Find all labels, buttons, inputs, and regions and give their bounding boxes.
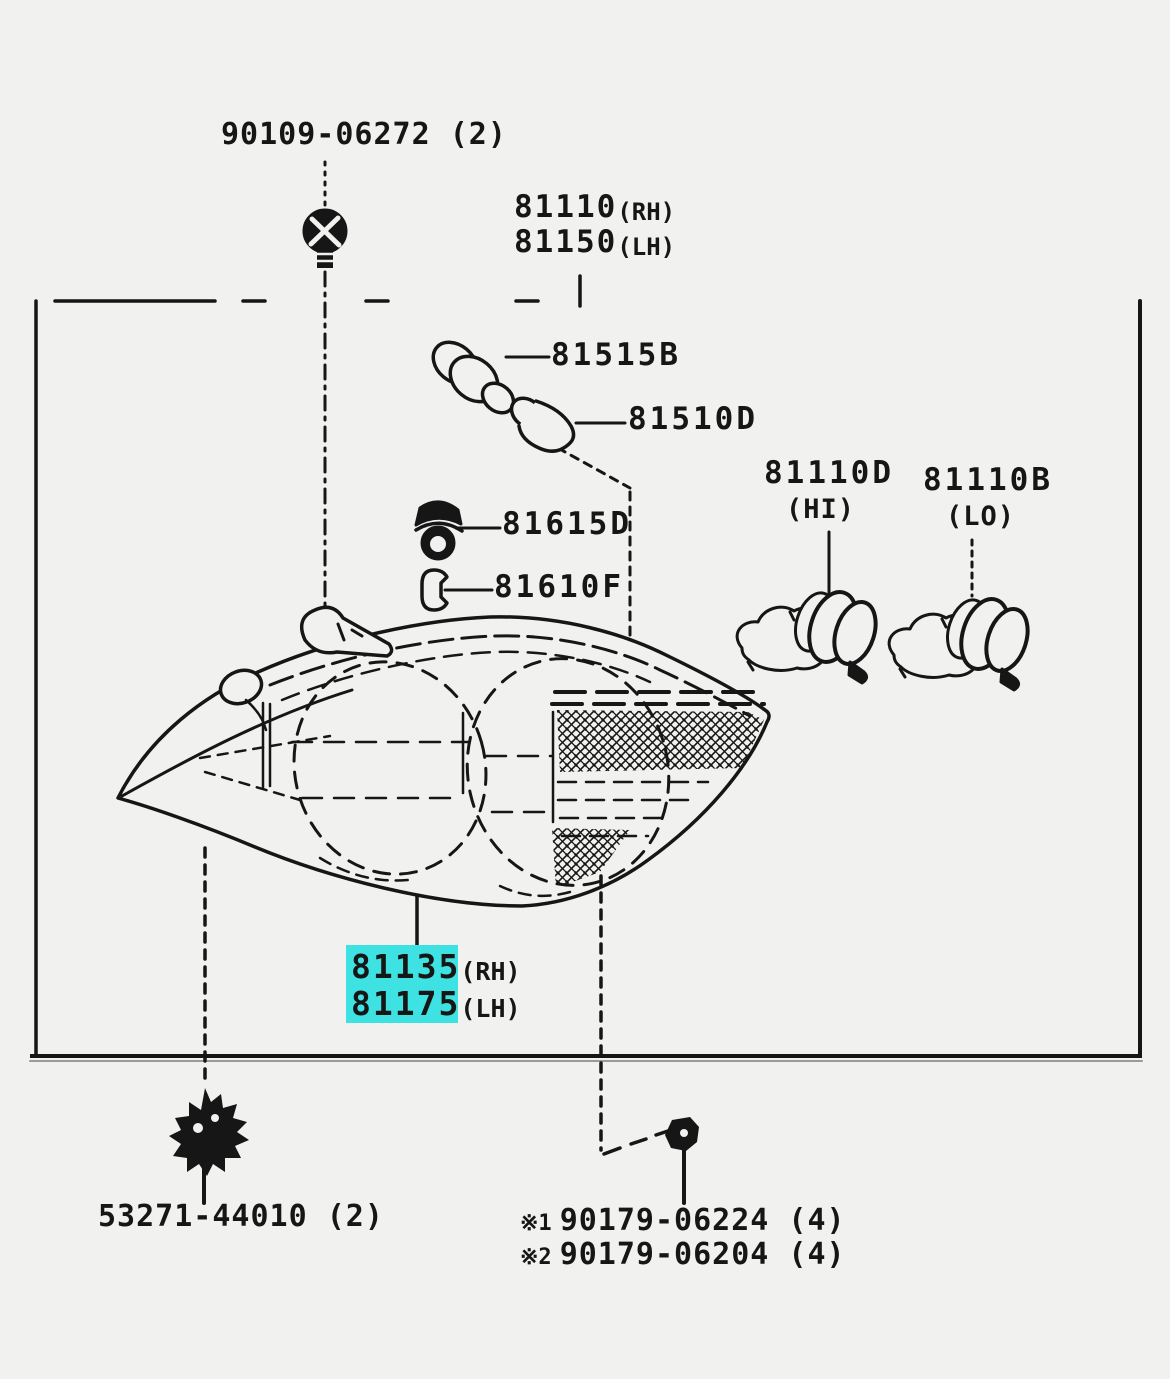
label-part-53271-44010[interactable]: 53271-44010 (2) <box>98 1202 384 1232</box>
part-code: 90179-06224 (4) <box>559 1203 846 1238</box>
reference-mark: ※1 <box>520 1211 552 1236</box>
part-code: 81150 <box>514 224 618 260</box>
grommet-icon <box>420 568 449 612</box>
label-part-81515B[interactable]: 81515B <box>551 340 681 371</box>
part-code: 81175 <box>351 984 461 1023</box>
part-code: 81110D <box>764 455 894 491</box>
label-part-81610F[interactable]: 81610F <box>494 572 624 603</box>
label-part-81110D[interactable]: 81110D <box>764 458 894 489</box>
part-code: 90109-06272 (2) <box>221 117 507 152</box>
screw-bolt-icon <box>302 208 348 268</box>
beam-suffix: (LO) <box>946 501 1016 532</box>
retainer-clip-icon <box>169 1088 249 1176</box>
flange-nut-icon <box>665 1117 699 1151</box>
label-part-81135-81175-selected[interactable]: 81135 (RH) 81175 (LH) <box>351 947 521 1023</box>
headlamp-assembly-drawing <box>116 605 771 908</box>
label-part-81110-81150[interactable]: 81110 (RH) 81150 (LH) <box>514 189 676 261</box>
socket-plug-icon <box>414 500 464 561</box>
wedge-bulb-icon <box>509 396 576 453</box>
selection-highlight <box>346 945 458 1023</box>
part-code: 81110 <box>514 189 618 225</box>
part-code: 81110B <box>923 462 1053 498</box>
frame-border <box>29 274 1143 1062</box>
label-part-90109-06272[interactable]: 90109-06272 (2) <box>221 120 507 150</box>
label-part-81110B[interactable]: 81110B <box>923 465 1053 496</box>
part-code: 81135 <box>351 947 461 986</box>
side-suffix: (LH) <box>460 994 521 1023</box>
part-code: 90179-06204 (4) <box>559 1237 846 1272</box>
label-part-81615D[interactable]: 81615D <box>502 509 632 540</box>
bulb-socket-icon <box>431 340 516 415</box>
side-suffix: (LH) <box>617 233 676 261</box>
part-code: 81515B <box>551 337 681 373</box>
label-part-90179-notes[interactable]: ※1 90179-06224 (4) ※2 90179-06204 (4) <box>520 1206 846 1270</box>
part-code: 81610F <box>494 569 624 605</box>
halogen-bulb-hi-icon <box>735 583 885 685</box>
side-suffix: (RH) <box>617 198 676 226</box>
label-beam-lo: (LO) <box>946 501 1015 531</box>
part-code: 81510D <box>628 401 758 437</box>
label-part-81510D[interactable]: 81510D <box>628 404 758 435</box>
side-suffix: (RH) <box>460 957 521 986</box>
part-code: 53271-44010 (2) <box>98 1199 384 1234</box>
beam-suffix: (HI) <box>786 494 856 525</box>
halogen-bulb-lo-icon <box>887 590 1037 692</box>
leader-lines <box>202 160 974 1205</box>
part-code: 81615D <box>502 506 632 542</box>
reference-mark: ※2 <box>520 1245 552 1270</box>
label-beam-hi: (HI) <box>786 494 855 524</box>
